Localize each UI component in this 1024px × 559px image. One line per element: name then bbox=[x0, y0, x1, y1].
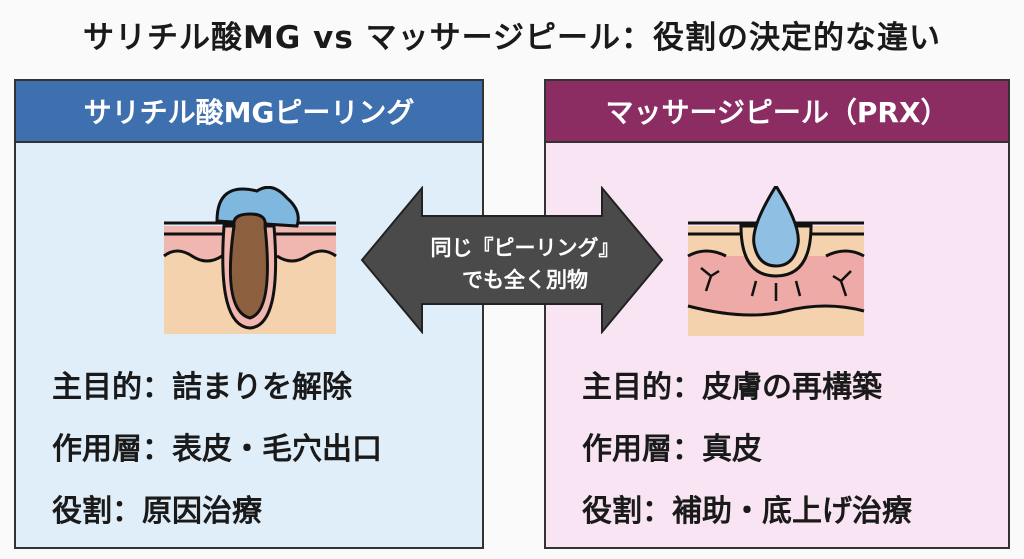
arrow-label: 同じ『ピーリング』 でも全く別物 bbox=[385, 232, 665, 296]
purpose-line: 主目的：詰まりを解除 bbox=[52, 370, 352, 405]
purpose-line: 主目的：皮膚の再構築 bbox=[582, 370, 882, 405]
arrow-label-line1: 同じ『ピーリング』 bbox=[430, 236, 620, 260]
massage-peel-header: マッサージピール（PRX） bbox=[546, 81, 1008, 143]
layer-line: 作用層：真皮 bbox=[582, 432, 762, 467]
salicylic-header: サリチル酸MGピーリング bbox=[16, 81, 482, 143]
massage-peel-panel: マッサージピール（PRX） 主目的：皮膚の再構築 作用層：真皮 役割：補助・底上… bbox=[544, 79, 1010, 549]
layer-line: 作用層：表皮・毛穴出口 bbox=[52, 432, 382, 467]
role-line: 役割：補助・底上げ治療 bbox=[582, 494, 912, 529]
page-title: サリチル酸MG vs マッサージピール：役割の決定的な違い bbox=[83, 20, 941, 56]
role-line: 役割：原因治療 bbox=[52, 494, 262, 529]
double-arrow-icon bbox=[360, 186, 664, 334]
pore-clog-illustration bbox=[163, 186, 337, 334]
arrow-label-line2: でも全く別物 bbox=[462, 268, 588, 292]
skin-rebuild-illustration bbox=[687, 186, 865, 336]
salicylic-panel: サリチル酸MGピーリング 主目的：詰まりを解除 作用層：表皮・毛穴出口 役割：原… bbox=[14, 79, 484, 549]
